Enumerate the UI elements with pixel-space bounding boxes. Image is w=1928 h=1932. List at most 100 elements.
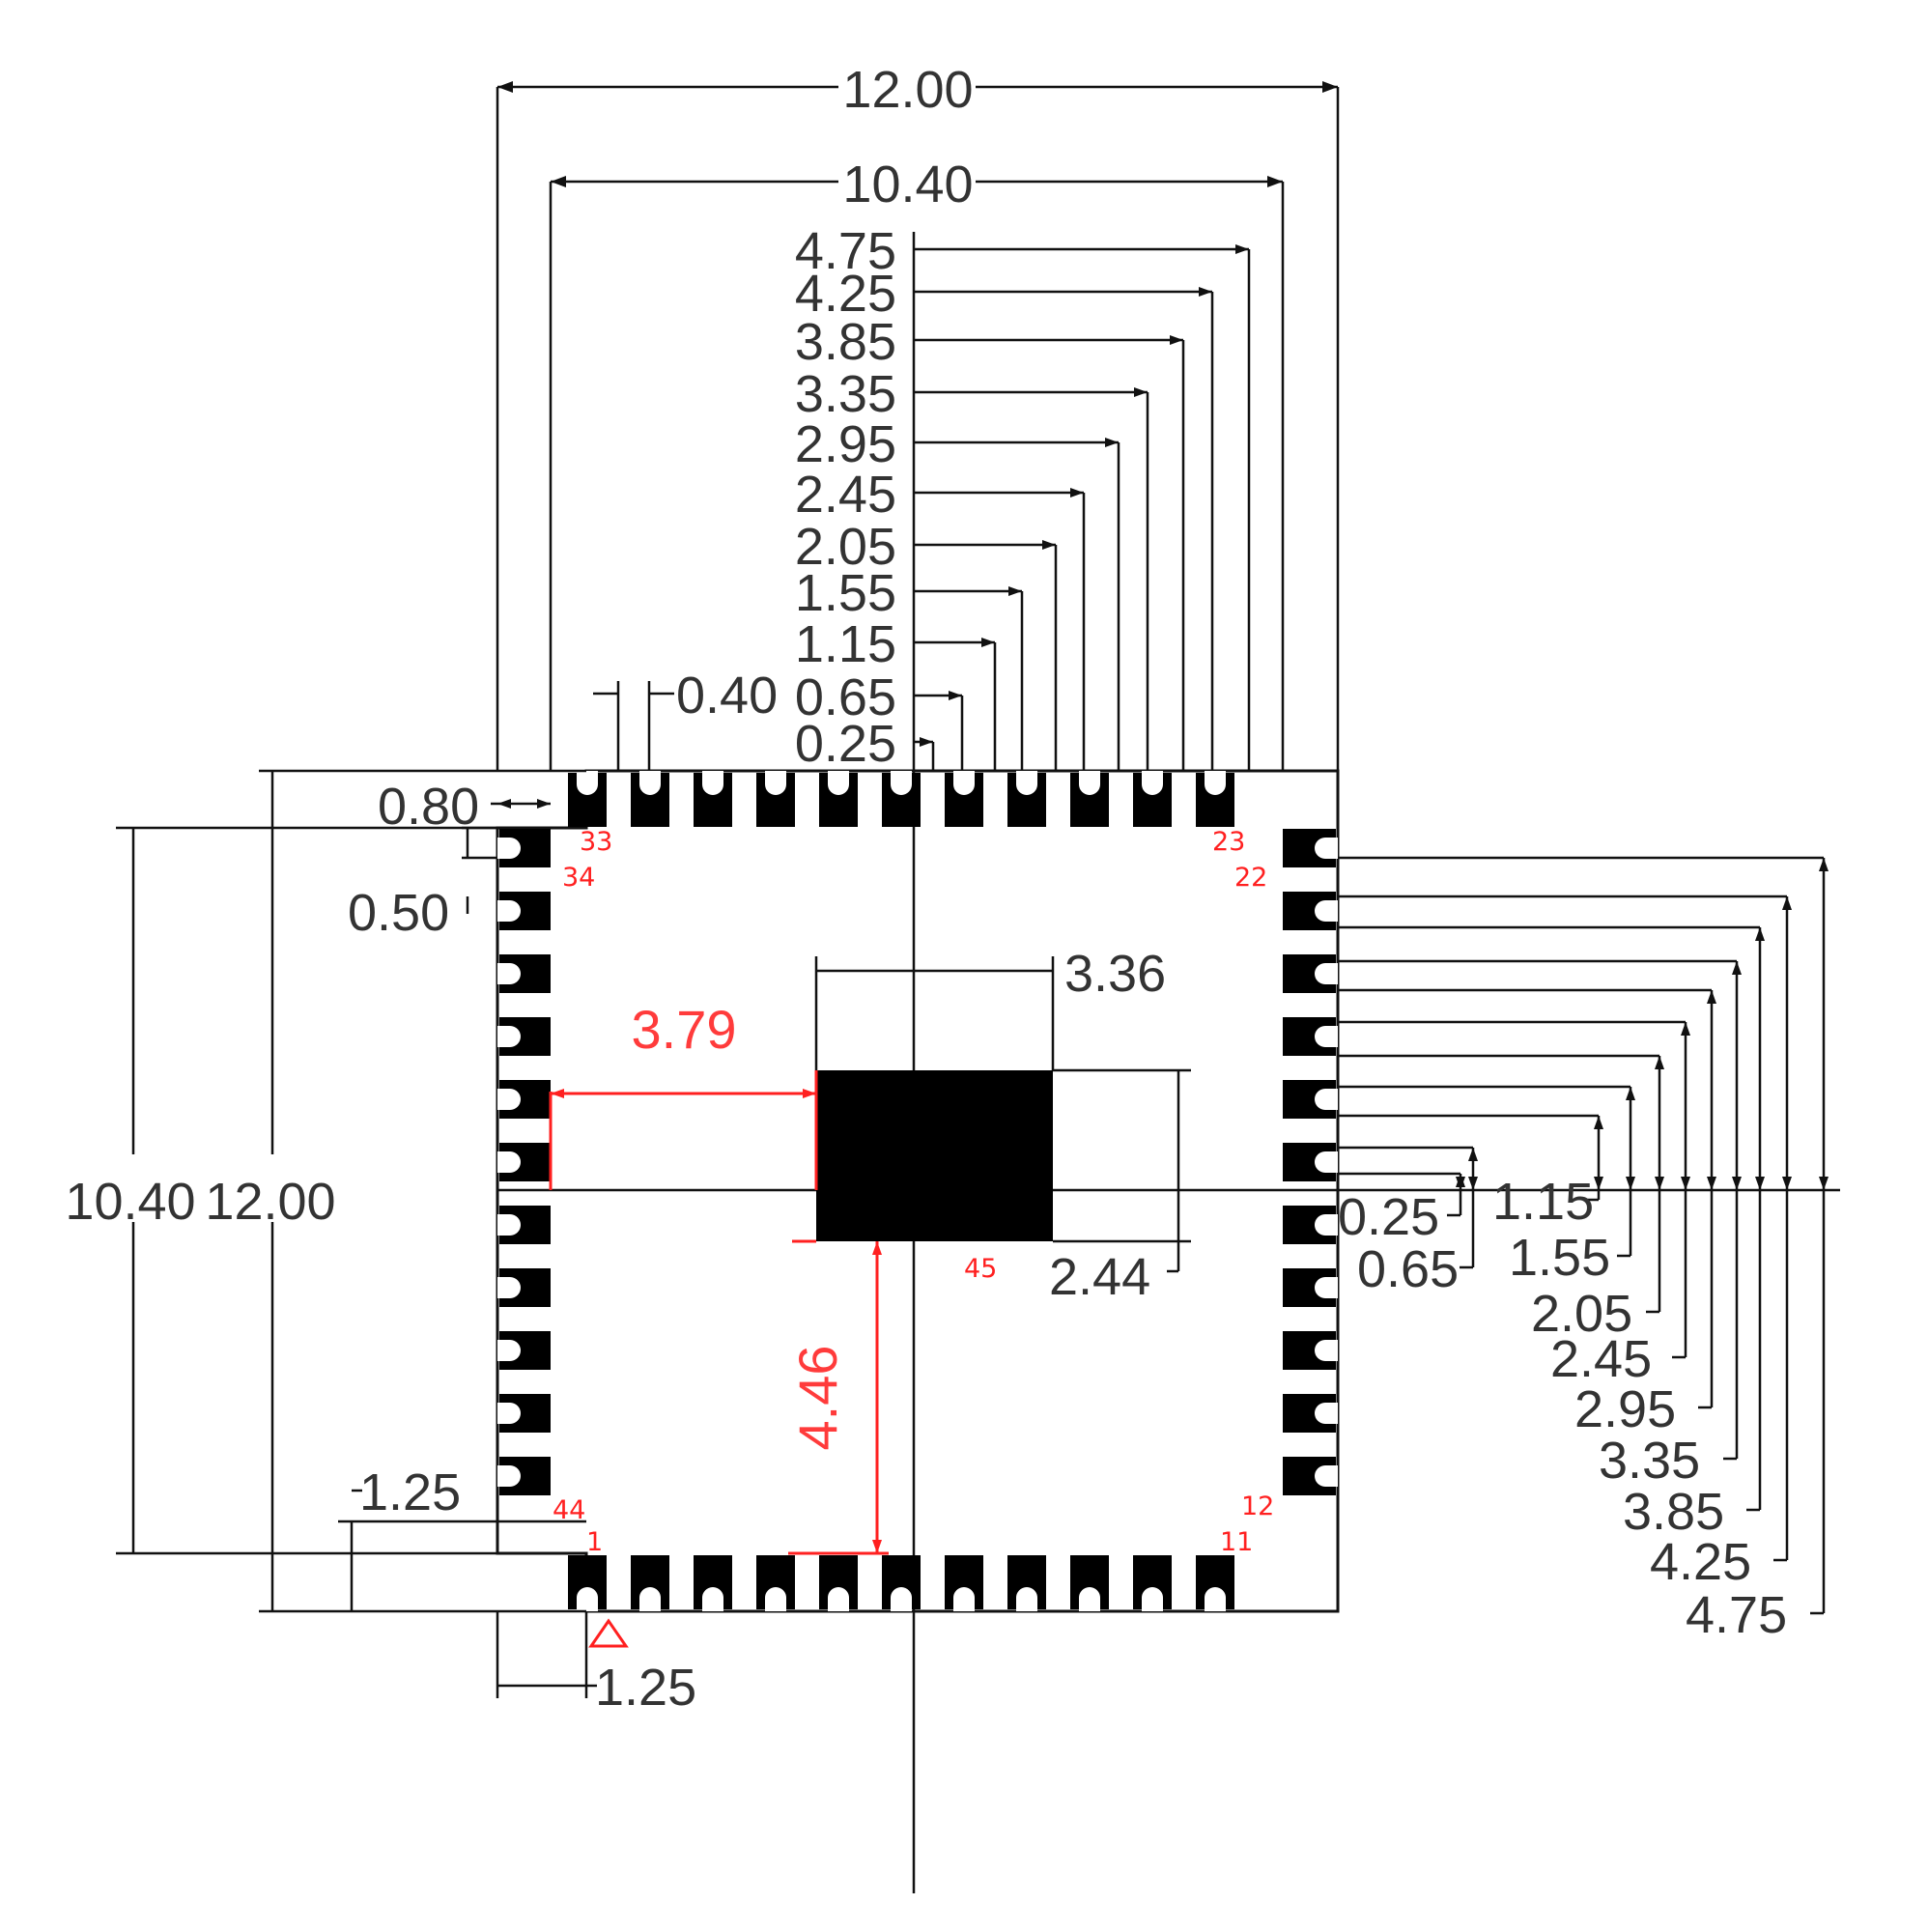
right-pad-position-label: 2.45 — [1550, 1330, 1652, 1388]
pad — [1283, 829, 1338, 867]
right-pad-position-dimension: 3.35 — [1338, 959, 1742, 1490]
right-pad-position-dimension: 3.85 — [1338, 925, 1765, 1541]
pad — [1007, 1555, 1046, 1611]
pad — [497, 1394, 551, 1433]
top-pad-position-label: 2.05 — [795, 518, 896, 576]
pad — [1283, 1457, 1338, 1495]
center-pad-y-offset-dimension: 4.46 — [787, 1239, 889, 1555]
top-pad-position-dimensions: 4.754.253.853.352.952.452.051.551.150.65… — [795, 222, 1251, 773]
overall-width-label: 12.00 — [842, 61, 973, 119]
pad — [1133, 771, 1172, 827]
pad — [1283, 892, 1338, 930]
pad — [631, 771, 669, 827]
pad — [1070, 1555, 1109, 1611]
top-pad-position-label: 1.15 — [795, 615, 896, 673]
center-pad-width-dimension: 3.36 — [814, 945, 1166, 1070]
corner-left-dimension: 1.25 — [496, 1611, 696, 1717]
pin-label-44: 44 — [553, 1495, 585, 1525]
top-pad-position-dimension: 3.85 — [795, 313, 1185, 771]
top-pad-position-label: 0.65 — [795, 668, 896, 726]
pad — [1133, 1555, 1172, 1611]
pad — [1283, 1143, 1338, 1181]
pad — [497, 829, 551, 867]
pin-label-33: 33 — [580, 827, 612, 857]
top-pad-position-dimension: 2.05 — [795, 518, 1058, 771]
right-pad-position-label: 0.25 — [1338, 1188, 1439, 1246]
center-exposed-pad — [816, 1070, 1053, 1241]
right-pad-position-dimension: 0.25 — [1338, 1172, 1465, 1246]
right-pad-position-dimension: 1.55 — [1338, 1085, 1635, 1287]
pad — [631, 1555, 669, 1611]
pad — [497, 1080, 551, 1119]
center-pad-height-label: 2.44 — [1049, 1248, 1150, 1306]
pad — [497, 892, 551, 930]
top-pad-position-label: 4.75 — [795, 222, 896, 280]
pad — [945, 771, 983, 827]
right-pad-position-dimension: 2.05 — [1338, 1054, 1664, 1343]
top-pad-position-dimension: 4.75 — [795, 222, 1251, 771]
pad — [1283, 1206, 1338, 1244]
pad — [882, 771, 921, 827]
pad — [1196, 771, 1234, 827]
pad — [882, 1555, 921, 1611]
top-pad-position-dimension: 2.45 — [795, 466, 1086, 771]
edge-offset-label: 0.80 — [378, 778, 479, 836]
top-pad-position-label: 4.25 — [795, 265, 896, 323]
package-outline — [496, 769, 1340, 1613]
right-pad-position-label: 0.65 — [1357, 1240, 1459, 1298]
right-pad-position-dimension: 1.15 — [1338, 1114, 1603, 1231]
top-pad-position-label: 2.45 — [795, 466, 896, 524]
right-pad-position-label: 2.95 — [1574, 1380, 1676, 1438]
right-pad-position-label: 1.55 — [1509, 1229, 1610, 1287]
pad-width-dimension: 0.40 — [593, 667, 778, 771]
pad — [945, 1555, 983, 1611]
top-pad-position-label: 1.55 — [795, 564, 896, 622]
pad — [497, 1268, 551, 1307]
pad-length-dimension: 0.50 — [348, 826, 497, 942]
top-pad-position-dimension: 4.25 — [795, 265, 1214, 771]
corner-left-label: 1.25 — [595, 1659, 696, 1717]
pad — [819, 771, 858, 827]
top-pad-position-label: 3.35 — [795, 365, 896, 423]
pin-label-22: 22 — [1234, 863, 1267, 893]
top-pad-position-label: 3.85 — [795, 313, 896, 371]
vertical-pad-span-label: 10.40 — [65, 1173, 195, 1231]
vertical-overall-label: 12.00 — [205, 1173, 335, 1231]
bottom-pad-row — [568, 1555, 1234, 1611]
left-vertical-dimensions: 10.40 12.00 — [65, 769, 586, 1613]
pin-label-12: 12 — [1241, 1492, 1274, 1521]
pad-width-label: 0.40 — [676, 667, 778, 724]
pin-label-11: 11 — [1220, 1527, 1253, 1557]
right-pad-position-label: 1.15 — [1492, 1173, 1594, 1231]
pad-span-width-label: 10.40 — [842, 156, 973, 213]
center-pad-x-offset-label: 3.79 — [632, 999, 737, 1060]
pad — [1007, 771, 1046, 827]
pad — [1283, 1080, 1338, 1119]
pad — [756, 1555, 795, 1611]
pad — [1283, 1017, 1338, 1056]
pad — [568, 1555, 607, 1611]
right-pad-position-dimension: 0.65 — [1338, 1146, 1478, 1298]
pin-label-34: 34 — [562, 863, 595, 893]
top-pad-position-dimension: 0.25 — [795, 715, 935, 773]
pad — [1283, 1394, 1338, 1433]
corner-bottom-label: 1.25 — [359, 1463, 461, 1521]
corner-bottom-dimension: 1.25 — [338, 1463, 586, 1611]
pad-length-label: 0.50 — [348, 884, 449, 942]
right-pad-position-dimension: 4.75 — [1338, 856, 1829, 1644]
right-pad-position-label: 2.05 — [1531, 1285, 1632, 1343]
overall-width-dimension: 12.00 — [496, 61, 1340, 771]
pad — [497, 1331, 551, 1370]
top-pad-position-dimension: 1.55 — [795, 564, 1024, 771]
right-pad-position-label: 3.85 — [1623, 1483, 1724, 1541]
pad — [694, 771, 732, 827]
top-pad-position-dimension: 3.35 — [795, 365, 1149, 771]
pad — [497, 1017, 551, 1056]
pad — [1283, 954, 1338, 993]
top-pad-row — [568, 771, 1234, 827]
pad — [1070, 771, 1109, 827]
pin-label-1: 1 — [586, 1527, 603, 1557]
center-pad-y-offset-label: 4.46 — [787, 1346, 848, 1451]
top-pad-position-label: 2.95 — [795, 415, 896, 473]
